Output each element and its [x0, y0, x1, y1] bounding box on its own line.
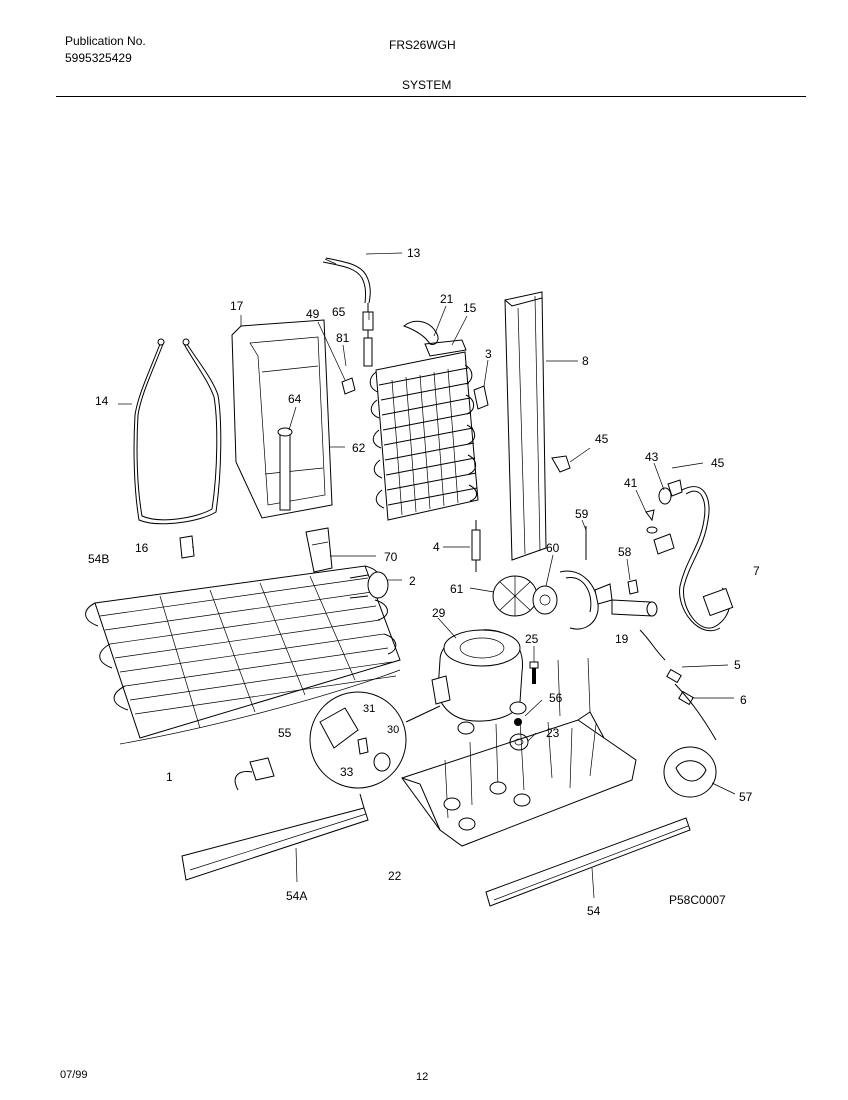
part-2-fan-motor-drawing	[349, 571, 389, 599]
part-45-clips-drawing	[551, 455, 683, 497]
callout-61: 61	[450, 582, 464, 596]
callout-2: 2	[409, 574, 416, 588]
callout-16: 16	[135, 541, 149, 555]
part-61-60-fan-drawing	[492, 575, 558, 617]
part-25-bolt-drawing	[529, 661, 539, 684]
callout-57: 57	[739, 790, 753, 804]
callout-14: 14	[95, 394, 109, 408]
part-16-70-drawing	[179, 527, 333, 573]
part-43-41-drawing	[645, 487, 672, 534]
callout-17: 17	[230, 299, 244, 313]
part-30-31-33-inset-drawing	[309, 691, 441, 789]
callout-62: 62	[352, 441, 366, 455]
callout-21: 21	[440, 292, 454, 306]
leader-lines	[118, 252, 736, 899]
page-number: 12	[416, 1071, 429, 1083]
callout-23: 23	[546, 726, 560, 740]
callout-7: 7	[753, 564, 760, 578]
callout-3: 3	[485, 347, 492, 361]
part-4-sensor-drawing	[471, 520, 481, 572]
part-58-19-drawing	[611, 579, 666, 661]
part-57-inset-drawing	[663, 746, 717, 798]
part-65-81-fitting-drawing	[362, 303, 374, 367]
callout-30: 30	[387, 724, 399, 736]
publication-number: 5995325429	[65, 51, 132, 65]
callout-55: 55	[278, 726, 292, 740]
part-49-clip-drawing	[341, 377, 356, 395]
section-title: SYSTEM	[402, 78, 452, 92]
callout-45b: 45	[711, 456, 725, 470]
part-21-drawing	[402, 320, 439, 345]
part-55-relay-drawing	[234, 757, 275, 791]
callout-25: 25	[525, 632, 539, 646]
model-number: FRS26WGH	[389, 38, 456, 52]
callout-15: 15	[463, 301, 477, 315]
footer-date: 07/99	[60, 1069, 88, 1081]
callout-49: 49	[306, 307, 320, 321]
callout-65: 65	[332, 305, 346, 319]
callout-45a: 45	[595, 432, 609, 446]
part-15-evaporator-drawing	[369, 339, 479, 521]
callout-43: 43	[645, 450, 659, 464]
callout-54: 54	[587, 904, 601, 918]
callout-59: 59	[575, 507, 589, 521]
callout-81: 81	[336, 331, 350, 345]
callout-64: 64	[288, 392, 302, 406]
callout-41: 41	[624, 476, 638, 490]
part-56-23-grommets-drawing	[509, 718, 529, 751]
part-54a-rail-drawing	[181, 793, 369, 881]
part-7-power-cord-drawing	[653, 486, 734, 632]
callout-70: 70	[384, 550, 398, 564]
part-59-shroud-drawing	[559, 526, 613, 630]
callout-13: 13	[407, 246, 421, 260]
part-3-clip-drawing	[473, 385, 489, 410]
callout-31: 31	[363, 703, 375, 715]
part-22-base-pan-drawing	[401, 657, 637, 847]
callout-54a: 54A	[286, 889, 307, 903]
part-14-heater-drawing	[133, 338, 222, 525]
callout-58: 58	[618, 545, 632, 559]
callout-56: 56	[549, 691, 563, 705]
publication-label: Publication No.	[65, 34, 146, 48]
part-8-channel-drawing	[504, 291, 547, 561]
part-13-tube-drawing	[322, 257, 371, 304]
callout-4: 4	[433, 540, 440, 554]
callout-1: 1	[166, 770, 173, 784]
callout-54b: 54B	[88, 552, 109, 566]
part-5-6-drawing	[666, 668, 717, 741]
callout-8: 8	[582, 354, 589, 368]
part-54-rail-drawing	[485, 817, 691, 907]
part-17-panel-drawing	[231, 319, 333, 519]
callout-22: 22	[388, 869, 402, 883]
header-rule	[56, 96, 806, 97]
part-29-compressor-drawing	[431, 629, 527, 735]
callout-6: 6	[740, 693, 747, 707]
part-condenser-drawing	[85, 565, 401, 745]
callout-60: 60	[546, 541, 560, 555]
callout-33: 33	[340, 765, 354, 779]
callout-5: 5	[734, 658, 741, 672]
diagram-code: P58C0007	[669, 893, 726, 907]
callout-19: 19	[615, 632, 629, 646]
callout-29: 29	[432, 606, 446, 620]
